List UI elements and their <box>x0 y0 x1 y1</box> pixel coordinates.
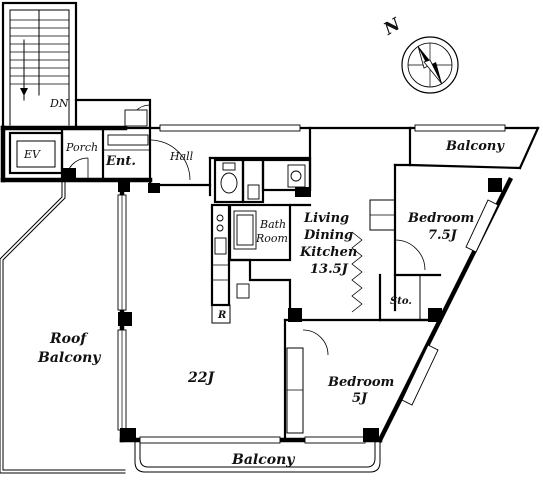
label-ldk-living: Living <box>303 211 349 226</box>
label-ldk-area: 13.5J <box>310 262 349 277</box>
label-ldk-kitchen: Kitchen <box>299 245 357 260</box>
bottom-balcony <box>134 439 381 473</box>
stair-arrow-icon <box>20 88 28 96</box>
label-balcony-bottom: Balcony <box>231 452 295 468</box>
roof-balcony-rail <box>2 179 126 471</box>
label-roof-2: Balcony <box>37 350 101 366</box>
windows <box>117 124 506 444</box>
label-ldk-dining: Dining <box>303 228 353 243</box>
label-hall: Hall <box>169 150 194 163</box>
label-bath-1: Bath <box>259 218 286 231</box>
label-ev: EV <box>23 148 41 161</box>
bath-block <box>213 158 312 262</box>
window-bedroom2 <box>401 344 439 406</box>
label-bath-2: Room <box>255 232 288 245</box>
label-main-room: 22J <box>187 370 215 386</box>
label-balcony-top: Balcony <box>445 139 505 154</box>
label-entrance: Ent. <box>105 154 136 169</box>
compass-icon <box>401 36 459 94</box>
label-bedroom1-area: 7.5J <box>428 228 458 243</box>
label-refrigerator: R <box>217 310 226 321</box>
bedroom2-walls <box>283 318 442 442</box>
columns <box>62 168 502 442</box>
window-bedroom1 <box>465 199 499 253</box>
label-roof-1: Roof <box>49 331 89 347</box>
kitchen-counter <box>210 203 292 324</box>
label-bedroom2-area: 5J <box>352 391 368 406</box>
entrance-block <box>8 104 152 187</box>
label-storage: Sto. <box>390 296 412 307</box>
label-porch: Porch <box>65 141 98 154</box>
label-dn: DN <box>49 97 69 110</box>
compass-north-label: N <box>380 14 406 40</box>
label-bedroom1: Bedroom <box>407 211 474 226</box>
label-bedroom2: Bedroom <box>327 375 394 390</box>
